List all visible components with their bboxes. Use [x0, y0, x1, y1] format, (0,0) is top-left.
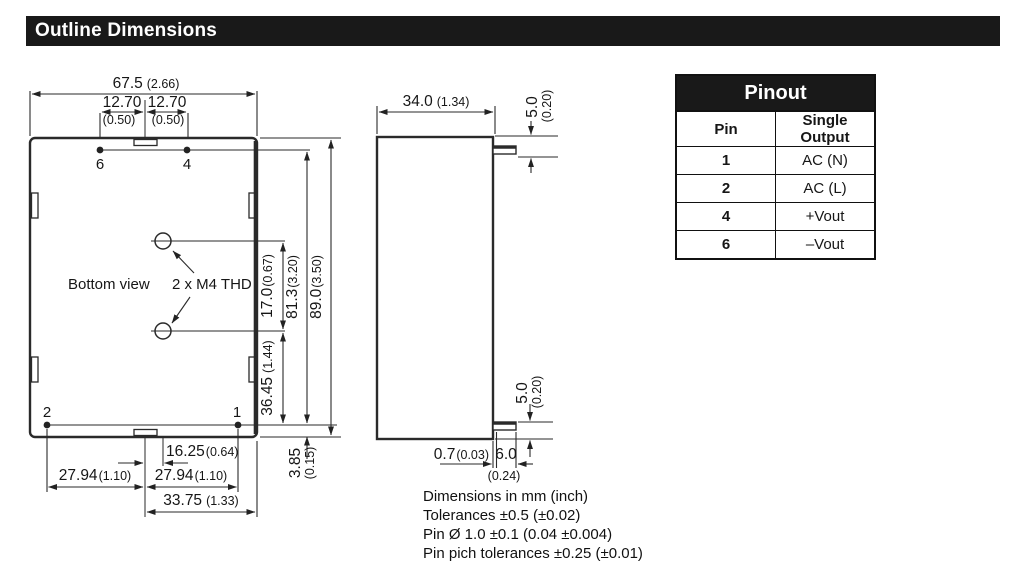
dim-pin-offset-top-mm: 5.0: [524, 96, 541, 118]
pinout-row-pin: 6: [675, 230, 776, 260]
section-title: Outline Dimensions: [35, 20, 218, 41]
pinout-row-output: –Vout: [775, 230, 876, 260]
pin-2-label: 2: [43, 404, 51, 421]
dim-depth-34: [376, 106, 496, 134]
thread-label: 2 x M4 THD: [172, 276, 252, 293]
dim-height-label: 89.0(3.50): [308, 255, 325, 319]
pin-1-label: 1: [233, 404, 241, 421]
dim-pin-top-left-mm: 12.70: [103, 94, 142, 111]
pinout-row-pin: 1: [675, 146, 776, 175]
note-line: Pin pich tolerances ±0.25 (±0.01): [423, 545, 643, 562]
note-line: Dimensions in mm (inch): [423, 488, 589, 505]
side-view-texts: 34.0(1.34) 5.0 (0.20) 5.0 (0.20) 0.7(0.0…: [403, 90, 554, 483]
pin-4-dot: [183, 146, 191, 154]
dim-hole-offset-label: 16.25(0.64): [166, 443, 238, 460]
dim-width-label: 67.5(2.66): [113, 75, 180, 92]
bottom-view-texts: 67.5(2.66) 12.70 12.70 (0.50) (0.50) 6 4…: [43, 75, 325, 509]
dim-pin-top-left-in: (0.50): [103, 113, 136, 127]
pin-4-label: 4: [183, 156, 191, 173]
dim-pin-row-edge-in: (0.15): [303, 447, 317, 480]
pin-6-label: 6: [96, 156, 104, 173]
dim-hole-to-pin-row-label: 36.45(1.44): [259, 340, 276, 415]
pinout-row-pin: 2: [675, 174, 776, 203]
pinout-row-output: AC (L): [775, 174, 876, 203]
side-pin-bottom: [492, 421, 517, 431]
dim-standoff-label: 0.7(0.03): [434, 446, 489, 463]
pinout-row: 2 AC (L): [675, 174, 876, 203]
note-line: Tolerances ±0.5 (±0.02): [423, 507, 581, 524]
dim-pin-offset-bottom-mm: 5.0: [514, 382, 531, 404]
bottom-view-drawing: [28, 91, 341, 517]
dim-half-width-label: 33.75(1.33): [163, 492, 238, 509]
dim-pin-rows-span-label: 81.3(3.20): [284, 255, 301, 319]
side-pin-top: [492, 145, 517, 155]
dim-pin-offset-bottom-in: (0.20): [530, 376, 544, 409]
dim-bottom-pin-columns: [46, 429, 258, 517]
dim-hole-pitch-label: 17.0(0.67): [259, 254, 276, 318]
note-line: Pin Ø 1.0 ±0.1 (0.04 ±0.004): [423, 526, 613, 543]
pinout-row: 1 AC (N): [675, 146, 876, 175]
pinout-header-row: Pin Single Output: [675, 110, 876, 147]
dim-standoff-and-pin-length: [440, 432, 533, 468]
dim-pin-top-right-mm: 12.70: [148, 94, 187, 111]
dim-pin-offset-top-5: [495, 121, 558, 173]
pin-1-dot: [234, 421, 242, 429]
dim-width-67-5: [29, 91, 258, 136]
pinout-table-title: Pinout: [675, 74, 876, 112]
dim-pin-bottom-right-label: 27.94(1.10): [155, 467, 227, 484]
pinout-col-pin: Pin: [675, 110, 776, 147]
bottom-view-label: Bottom view: [68, 276, 150, 293]
side-view-drawing: [375, 106, 558, 468]
pinout-row: 4 +Vout: [675, 202, 876, 231]
dim-pin-length-in: (0.24): [488, 469, 521, 483]
pinout-row-output: AC (N): [775, 146, 876, 175]
pinout-row-pin: 4: [675, 202, 776, 231]
pinout-row-output: +Vout: [775, 202, 876, 231]
dim-pin-length-mm: 6.0: [495, 446, 517, 463]
section-title-bar: Outline Dimensions: [26, 16, 1000, 46]
thread-leader-arrows: [171, 250, 195, 324]
dim-height-89: [260, 137, 341, 438]
dim-pin-offset-top-in: (0.20): [540, 90, 554, 123]
dim-pin-row-edge-mm: 3.85: [287, 448, 304, 478]
side-body-outline: [375, 135, 495, 441]
dimension-notes: Dimensions in mm (inch) Tolerances ±0.5 …: [423, 487, 643, 563]
pinout-table: Pinout Pin Single Output 1 AC (N) 2 AC (…: [675, 74, 876, 260]
pin-6-dot: [96, 146, 104, 154]
pin-2-dot: [43, 421, 51, 429]
dim-pin-offset-bottom-5: [495, 404, 553, 457]
dim-pin-top-right-in: (0.50): [152, 113, 185, 127]
case-notches: [30, 138, 256, 437]
dim-pin-bottom-left-label: 27.94(1.10): [59, 467, 131, 484]
pinout-row: 6 –Vout: [675, 230, 876, 260]
pinout-col-output: Single Output: [775, 110, 876, 147]
dim-depth-label: 34.0(1.34): [403, 93, 470, 110]
